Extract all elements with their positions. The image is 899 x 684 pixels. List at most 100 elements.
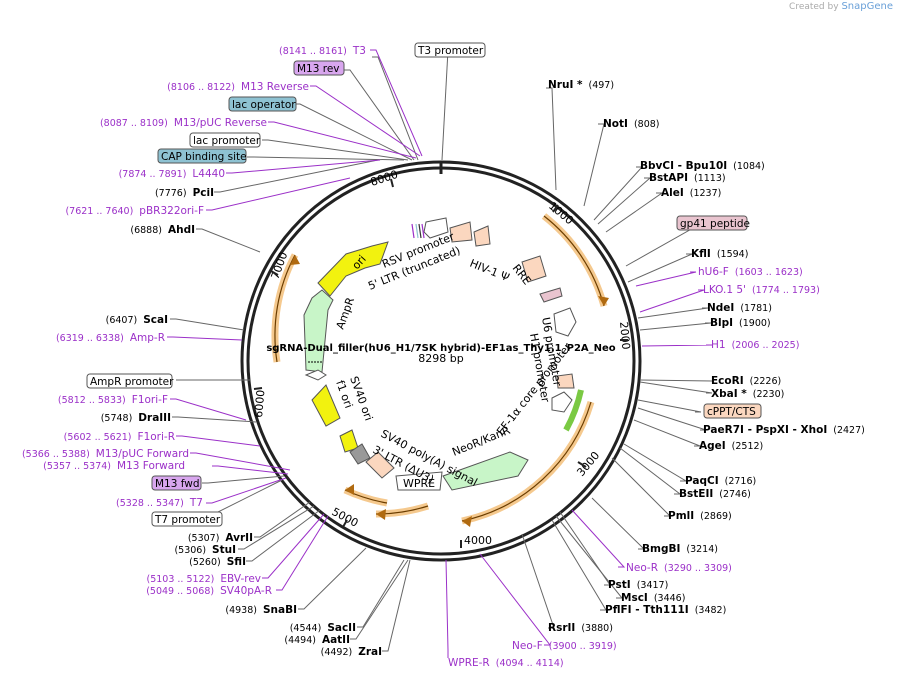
leader-lines: [170, 49, 713, 652]
feature-neo-r: Neo-R(3290 .. 3309): [626, 562, 732, 574]
feature-f1ori-f: (5812 .. 5833)F1ori-F: [58, 394, 168, 406]
site-psti: PstI(3417): [608, 579, 668, 591]
inner-label-hiv: HIV-1 Ψ: [468, 257, 512, 285]
site-sfii: (5260)SfiI: [189, 556, 246, 568]
feature-labels-left: (8141 .. 8161)T3 (8106 .. 8122)M13 Rever…: [22, 45, 366, 597]
box-m13-fwd: M13 fwd: [151, 475, 202, 491]
ori-arrow: [317, 241, 389, 297]
sv40-polya: [365, 451, 395, 479]
feature-f1ori-r: (5602 .. 5621)F1ori-R: [64, 431, 175, 443]
svg-text:cPPT/CTS: cPPT/CTS: [707, 406, 756, 418]
feature-pbr322ori-f: (7621 .. 7640)pBR322ori-F: [65, 205, 204, 217]
site-bsteii: BstEII(2746): [679, 488, 751, 500]
inner-label-ampr: AmpR: [334, 295, 358, 331]
wpre-arrow: [395, 471, 443, 491]
feature-m13-reverse: (8106 .. 8122)M13 Reverse: [167, 81, 309, 93]
svg-text:lac operator: lac operator: [232, 99, 296, 111]
site-aatii: (4494)AatII: [284, 634, 350, 646]
box-lac-promoter: lac promoter: [189, 132, 261, 148]
gp41-box: [539, 287, 563, 303]
plasmid-name: sgRNA-Dual_filler(hU6_H1/7SK hybrid)-EF1…: [266, 343, 615, 354]
feature-hu6-f: hU6-F(1603 .. 1623): [698, 266, 803, 278]
h1-promoter-box: [556, 373, 575, 389]
feature-labels-right: hU6-F(1603 .. 1623) LKO.1 5'(1774 .. 179…: [448, 266, 820, 669]
orf-arc-5-core: [274, 254, 296, 363]
site-rsrii: RsrII(3880): [548, 622, 613, 634]
svg-text:gp41 peptide: gp41 peptide: [680, 218, 750, 230]
box-m13-rev: M13 rev: [293, 60, 345, 76]
backbone: [240, 160, 642, 562]
sv40-promoter-grey: [349, 443, 371, 465]
site-kfli: KflI(1594): [691, 248, 748, 260]
ampr-arrow: [303, 289, 334, 373]
boxed-labels: T3 promoter M13 rev lac operator lac pro…: [86, 42, 762, 527]
f1-ori-arrow: [311, 384, 341, 427]
feature-amp-r: (6319 .. 6338)Amp-R: [56, 332, 165, 344]
site-xbai: XbaI *(2230): [711, 388, 784, 400]
site-labels-left: (4492)ZraI (4494)AatII (4544)SacII (4938…: [101, 187, 382, 658]
multi-feature-stripes: [411, 223, 425, 239]
site-nrui: NruI *(497): [548, 79, 614, 91]
svg-text:T7 promoter: T7 promoter: [154, 514, 221, 526]
outer-orf-arcs: [271, 213, 608, 525]
feature-lko1: LKO.1 5'(1774 .. 1793): [703, 284, 820, 296]
tick-8000: 8000: [369, 168, 400, 189]
box-t3-promoter: T3 promoter: [414, 42, 486, 58]
site-msci: MscI(3446): [621, 592, 685, 604]
svg-text:AmpR promoter: AmpR promoter: [90, 376, 174, 388]
site-snabi: (4938)SnaBI: [225, 604, 297, 616]
site-blpi: BlpI(1900): [710, 317, 771, 329]
snapgene-credit: Created by SnapGene: [789, 1, 893, 12]
arc-arrowheads: [290, 255, 609, 527]
site-paer7i: PaeR7I - PspXI - XhoI(2427): [703, 424, 865, 436]
site-stui: (5306)StuI: [174, 544, 236, 556]
svg-text:T3 promoter: T3 promoter: [417, 45, 484, 57]
site-sacii: (4544)SacII: [290, 622, 356, 634]
feature-h1: H1(2006 .. 2025): [711, 339, 799, 351]
feature-neo-f: Neo-F(3900 .. 3919): [512, 640, 617, 652]
site-avrii: (5307)AvrII: [188, 532, 253, 544]
site-pflfi: PflFI - Tth111I(3482): [605, 604, 726, 616]
feature-m13-puc-reverse: (8087 .. 8109)M13/pUC Reverse: [100, 117, 267, 129]
green-arc: [563, 389, 584, 432]
tick-2000: 2000: [617, 321, 632, 350]
box-cap-binding-site: CAP binding site: [157, 148, 247, 164]
svg-text:M13 rev: M13 rev: [297, 63, 340, 75]
site-zrai: (4492)ZraI: [321, 646, 382, 658]
rre-box: [521, 255, 547, 283]
feature-m13-forward: (5357 .. 5374)M13 Forward: [43, 460, 185, 472]
site-paqci: PaqCI(2716): [685, 475, 756, 487]
site-ahdi: (6888)AhdI: [130, 224, 195, 236]
feature-l4440: (7874 .. 7891)L4440: [119, 168, 225, 180]
box-gp41-peptide: gp41 peptide: [676, 215, 750, 231]
site-ecori: EcoRI(2226): [711, 375, 781, 387]
orf-arc-1-core: [543, 215, 605, 307]
snapgene-brand: SnapGene: [841, 1, 893, 12]
primer-lines: [167, 49, 713, 658]
site-scai: (6407)ScaI: [106, 314, 168, 326]
site-noti: NotI(808): [603, 118, 659, 130]
site-bbvci: BbvCI - Bpu10I(1084): [640, 160, 765, 172]
orf-arc-2-core: [461, 401, 592, 522]
neor-arrow: [442, 451, 529, 491]
ef1a-promoter: [551, 391, 573, 413]
site-draiii: (5748)DraIII: [101, 412, 171, 424]
inner-features: [303, 217, 577, 491]
inner-label-neor: NeoR/KanR: [450, 424, 512, 459]
feature-t7: (5328 .. 5347)T7: [116, 497, 203, 509]
hiv-psi-box: [473, 225, 491, 247]
box-lac-operator: lac operator: [228, 96, 297, 112]
site-ndei: NdeI(1781): [707, 302, 772, 314]
site-labels-right: NruI *(497) NotI(808) BbvCI - Bpu10I(108…: [548, 79, 865, 634]
feature-wpre-r: WPRE-R(4094 .. 4114): [448, 657, 564, 669]
plasmid-length: 8298 bp: [418, 352, 463, 365]
u6-promoter-arrow: [553, 307, 577, 337]
tick-6000: 6000: [252, 389, 267, 418]
site-bmgbi: BmgBI(3214): [642, 543, 718, 555]
feature-sv40pa-r: (5049 .. 5068)SV40pA-R: [146, 585, 272, 597]
site-pmli: PmlI(2869): [668, 510, 732, 522]
site-pcii: (7776)PciI: [155, 187, 214, 199]
credit-prefix: Created by: [789, 2, 839, 12]
